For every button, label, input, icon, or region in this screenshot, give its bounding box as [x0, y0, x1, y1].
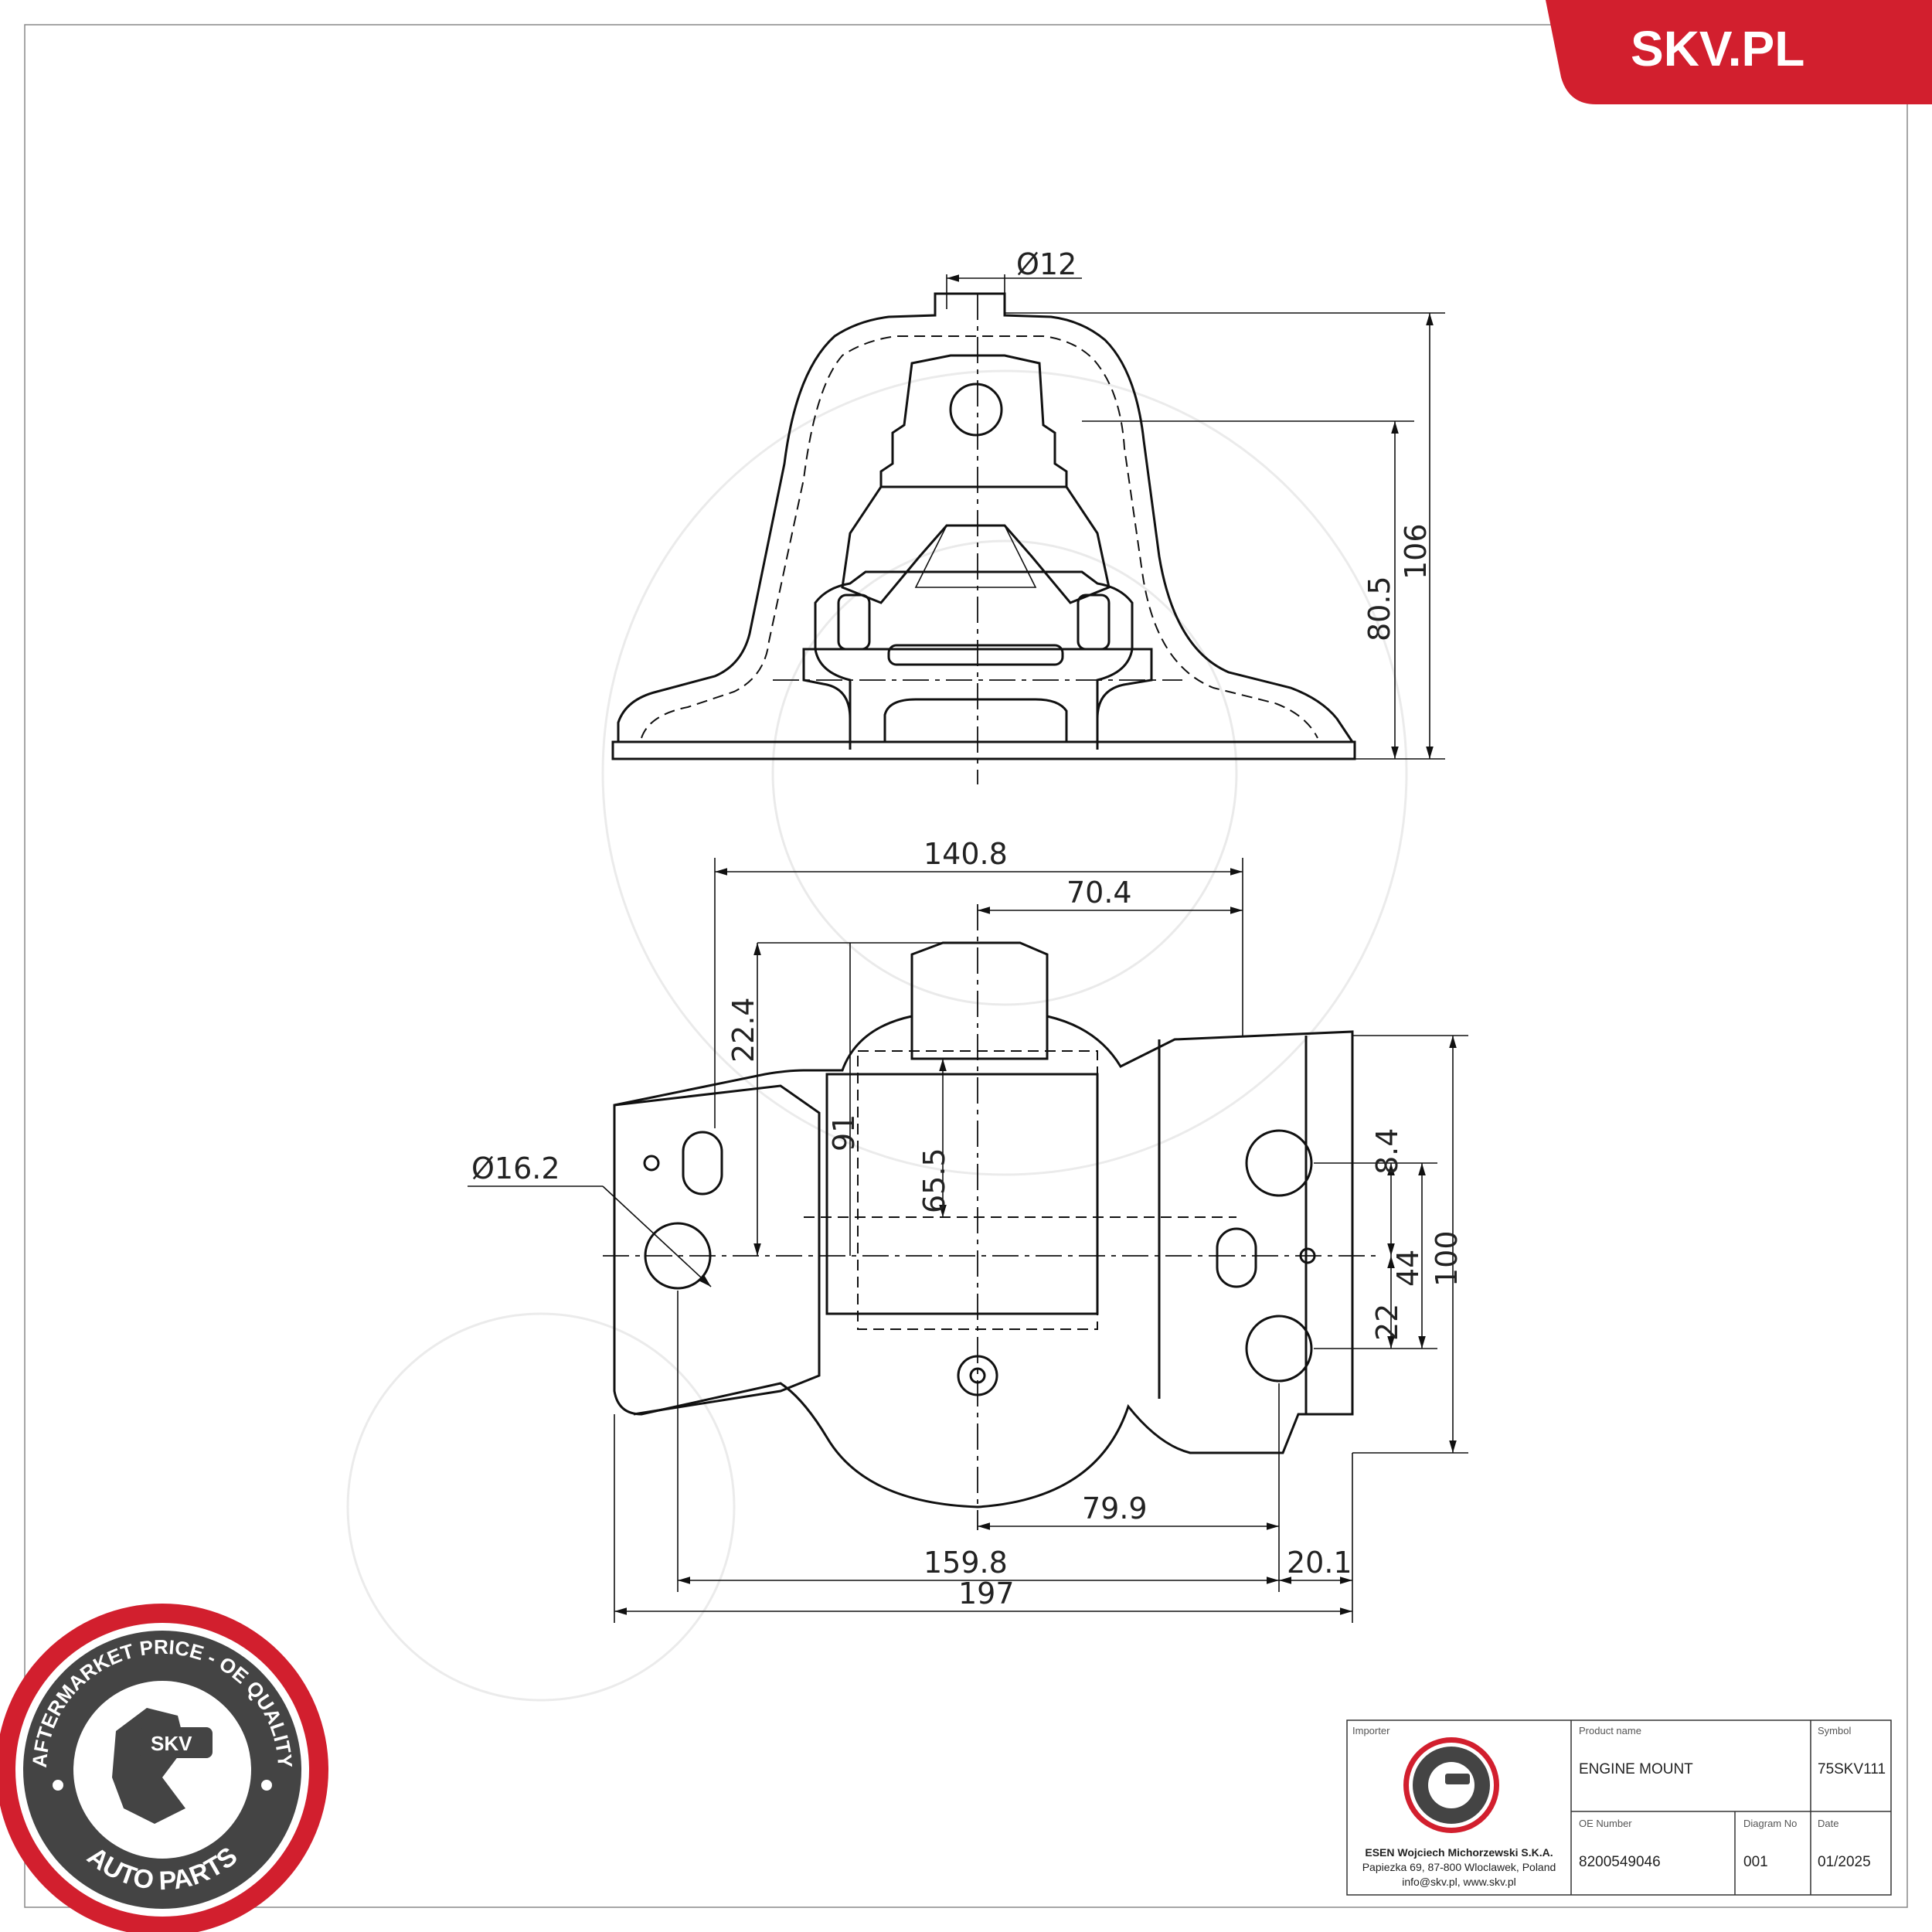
- tb-date-label: Date: [1818, 1818, 1838, 1829]
- brand-tab: SKV.PL: [1546, 0, 1932, 104]
- tb-product-label: Product name: [1579, 1725, 1641, 1736]
- dim-height-total: 106: [1399, 523, 1433, 580]
- dim-bottom-79-9: 79.9: [1082, 1492, 1148, 1526]
- dim-right-100: 100: [1430, 1230, 1464, 1287]
- dim-height-inner: 80.5: [1362, 576, 1396, 641]
- tb-date-value: 01/2025: [1818, 1854, 1871, 1870]
- dim-right-44: 44: [1391, 1250, 1425, 1287]
- dim-width-upper: 140.8: [923, 837, 1008, 871]
- dim-right-8-4: 8.4: [1370, 1128, 1404, 1175]
- tb-oe-value: 8200549046: [1579, 1854, 1661, 1870]
- brand-site-text: SKV.PL: [1631, 21, 1804, 77]
- tb-product-value: ENGINE MOUNT: [1579, 1761, 1693, 1777]
- dim-hole-top: Ø12: [1016, 247, 1077, 281]
- drawing-frame: [24, 24, 1908, 1908]
- tb-diagram-label: Diagram No: [1743, 1818, 1797, 1829]
- tb-symbol-label: Symbol: [1818, 1725, 1851, 1736]
- front-elevation-view: [611, 292, 1356, 784]
- tb-importer-line3: info@skv.pl, www.skv.pl: [1402, 1876, 1516, 1888]
- dim-width-half: 70.4: [1066, 876, 1132, 910]
- dim-right-22: 22: [1370, 1304, 1404, 1341]
- tb-importer-label: Importer: [1352, 1725, 1390, 1736]
- dim-bottom-197: 197: [958, 1577, 1015, 1611]
- title-block: Importer ESEN Wojciech Michorzewski S.K.…: [1346, 1719, 1892, 1896]
- tb-oe-label: OE Number: [1579, 1818, 1632, 1829]
- front-elevation-dimensions: Ø12 106 80.5: [946, 247, 1445, 760]
- tb-seal-logo: [1403, 1737, 1499, 1833]
- dim-offset-91: 91: [827, 1114, 861, 1151]
- plan-view: [603, 904, 1376, 1530]
- tb-symbol-value: 75SKV111: [1818, 1761, 1886, 1777]
- dim-offset-22-4: 22.4: [726, 997, 760, 1063]
- dim-offset-65-5: 65.5: [917, 1148, 951, 1213]
- plan-view-dimensions: 140.8 70.4 22.4 91 65.5 Ø16.2 100 44 8.4…: [468, 837, 1468, 1623]
- quality-seal: AFTERMARKET PRICE - OE QUALITY AUTO PART…: [0, 1604, 328, 1932]
- dim-hole-left: Ø16.2: [471, 1151, 560, 1185]
- seal-center-text: SKV: [151, 1732, 192, 1755]
- tb-importer-line1: ESEN Wojciech Michorzewski S.K.A.: [1365, 1846, 1553, 1859]
- watermark-gear: [346, 369, 1408, 1702]
- tb-diagram-value: 001: [1743, 1854, 1768, 1870]
- dim-bottom-20-1: 20.1: [1287, 1546, 1352, 1580]
- tb-importer-line2: Papiezka 69, 87-800 Wloclawek, Poland: [1362, 1861, 1556, 1873]
- dim-bottom-159-8: 159.8: [923, 1546, 1008, 1580]
